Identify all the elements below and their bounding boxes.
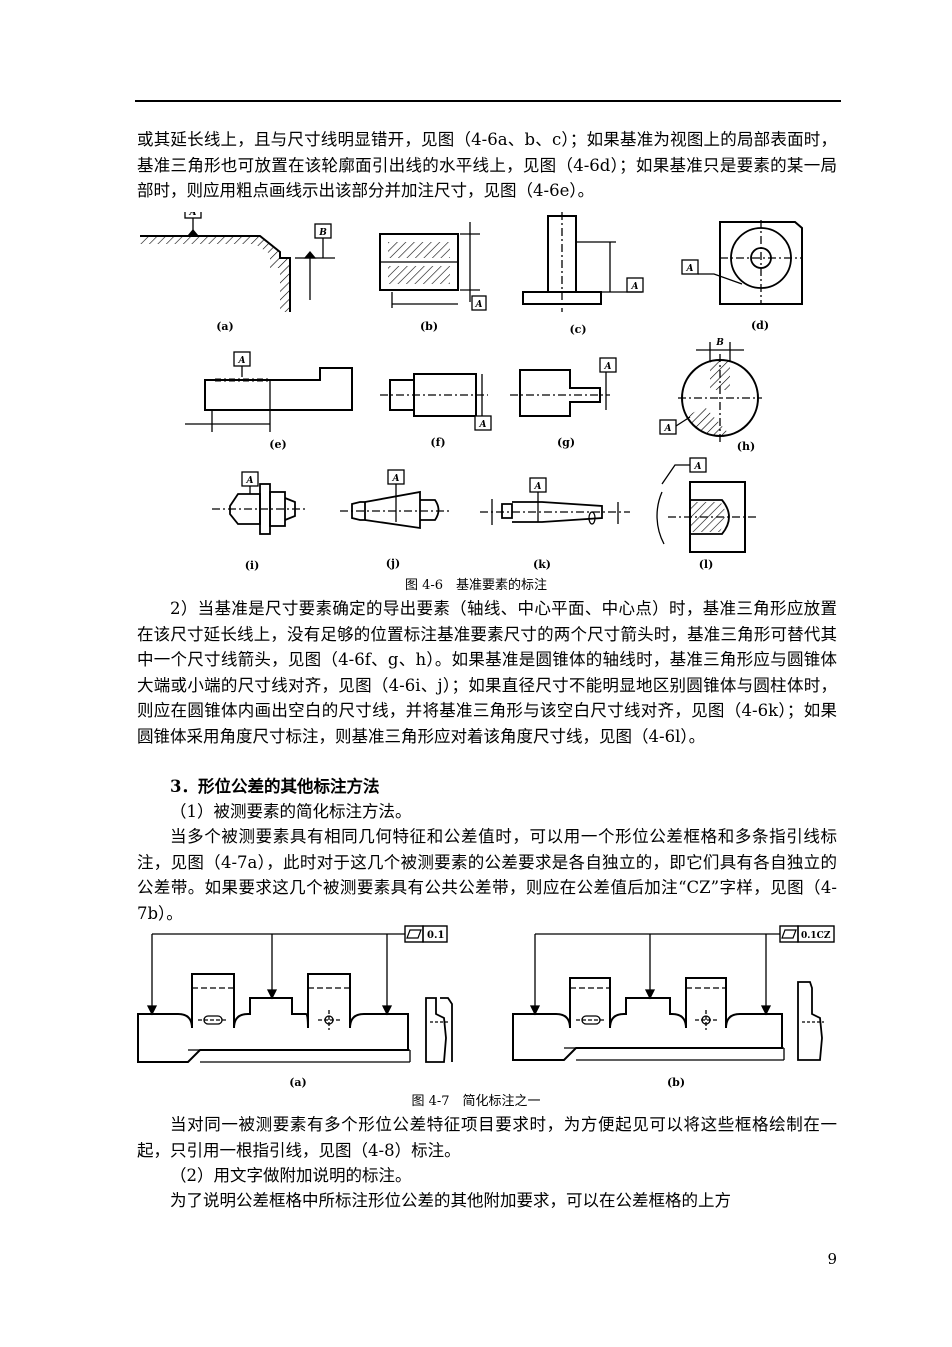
fig-label-b: (b) bbox=[420, 320, 438, 333]
svg-text:A: A bbox=[686, 264, 694, 274]
header-rule bbox=[135, 100, 841, 102]
fig-a-drawing bbox=[140, 212, 335, 312]
fig-label-a: (a) bbox=[216, 320, 234, 333]
svg-text:A: A bbox=[475, 300, 483, 310]
fig-7a-drawing bbox=[137, 925, 453, 1063]
svg-text:A: A bbox=[534, 482, 542, 492]
figure-4-6: A B A A A A A A B A A A A A (a) (b) (c) … bbox=[140, 212, 803, 572]
fig-l-drawing bbox=[656, 457, 758, 553]
fig-label-j: (j) bbox=[386, 557, 400, 570]
svg-text:A: A bbox=[392, 474, 400, 484]
fig-i-drawing bbox=[212, 471, 305, 535]
section-heading-3: 3．形位公差的其他标注方法 bbox=[170, 777, 380, 796]
fig-g-drawing bbox=[510, 357, 617, 417]
fig-label-l: (l) bbox=[699, 558, 714, 571]
fig-7-label-b: (b) bbox=[667, 1076, 685, 1089]
fig-h-drawing bbox=[659, 342, 762, 442]
svg-text:B: B bbox=[715, 338, 724, 348]
fig-c-drawing bbox=[522, 212, 644, 312]
fig-label-h: (h) bbox=[737, 440, 755, 453]
paragraph-2: 2）当基准是尺寸要素确定的导出要素（轴线、中心平面、中心点）时，基准三角形应放置… bbox=[137, 599, 837, 746]
fig-d-drawing bbox=[681, 220, 803, 305]
fig-e-drawing bbox=[185, 351, 353, 432]
fig-label-g: (g) bbox=[557, 436, 575, 449]
figure-4-7: 0.1 0.1CZ (a) (b) bbox=[137, 925, 835, 1089]
tolerance-value-a: 0.1 bbox=[427, 930, 444, 941]
fig-label-c: (c) bbox=[569, 323, 586, 336]
paragraph-1: 或其延长线上，且与尺寸线明显错开，见图（4-6a、b、c）；如果基准为视图上的局… bbox=[137, 130, 837, 200]
svg-text:A: A bbox=[479, 420, 487, 430]
fig-label-e: (e) bbox=[269, 438, 286, 451]
svg-text:A: A bbox=[631, 282, 639, 292]
paragraph-5: 为了说明公差框格中所标注形位公差的其他附加要求，可以在公差框格的上方 bbox=[170, 1191, 731, 1210]
figure-4-7-caption: 图 4-7 简化标注之一 bbox=[411, 1094, 541, 1109]
svg-text:A: A bbox=[664, 424, 672, 434]
fig-j-drawing bbox=[340, 469, 450, 530]
fig-f-drawing bbox=[380, 373, 492, 431]
datum-b-label: B bbox=[318, 228, 327, 238]
paragraph-3: 当多个被测要素具有相同几何特征和公差值时，可以用一个形位公差框格和多条指引线标注… bbox=[137, 827, 837, 923]
fig-7b-drawing bbox=[512, 925, 835, 1061]
datum-a-label: A bbox=[189, 212, 197, 218]
svg-text:A: A bbox=[238, 356, 246, 366]
svg-text:A: A bbox=[604, 362, 612, 372]
paragraph-4: 当对同一被测要素有多个形位公差特征项目要求时，为方便起见可以将这些框格绘制在一起… bbox=[137, 1115, 837, 1160]
svg-text:A: A bbox=[694, 462, 702, 472]
fig-k-drawing bbox=[480, 477, 630, 525]
figure-4-6-caption: 图 4-6 基准要素的标注 bbox=[404, 578, 548, 593]
svg-text:A: A bbox=[246, 476, 254, 486]
fig-label-f: (f) bbox=[430, 436, 445, 449]
tolerance-value-b: 0.1CZ bbox=[801, 931, 831, 941]
fig-label-k: (k) bbox=[533, 558, 551, 571]
subsection-2: （2）用文字做附加说明的标注。 bbox=[170, 1166, 412, 1185]
subsection-1: （1）被测要素的简化标注方法。 bbox=[170, 802, 412, 821]
fig-label-i: (i) bbox=[245, 559, 260, 572]
fig-7-label-a: (a) bbox=[289, 1076, 307, 1089]
fig-label-d: (d) bbox=[751, 319, 769, 332]
page-number: 9 bbox=[827, 1250, 837, 1268]
fig-b-drawing bbox=[379, 222, 487, 311]
